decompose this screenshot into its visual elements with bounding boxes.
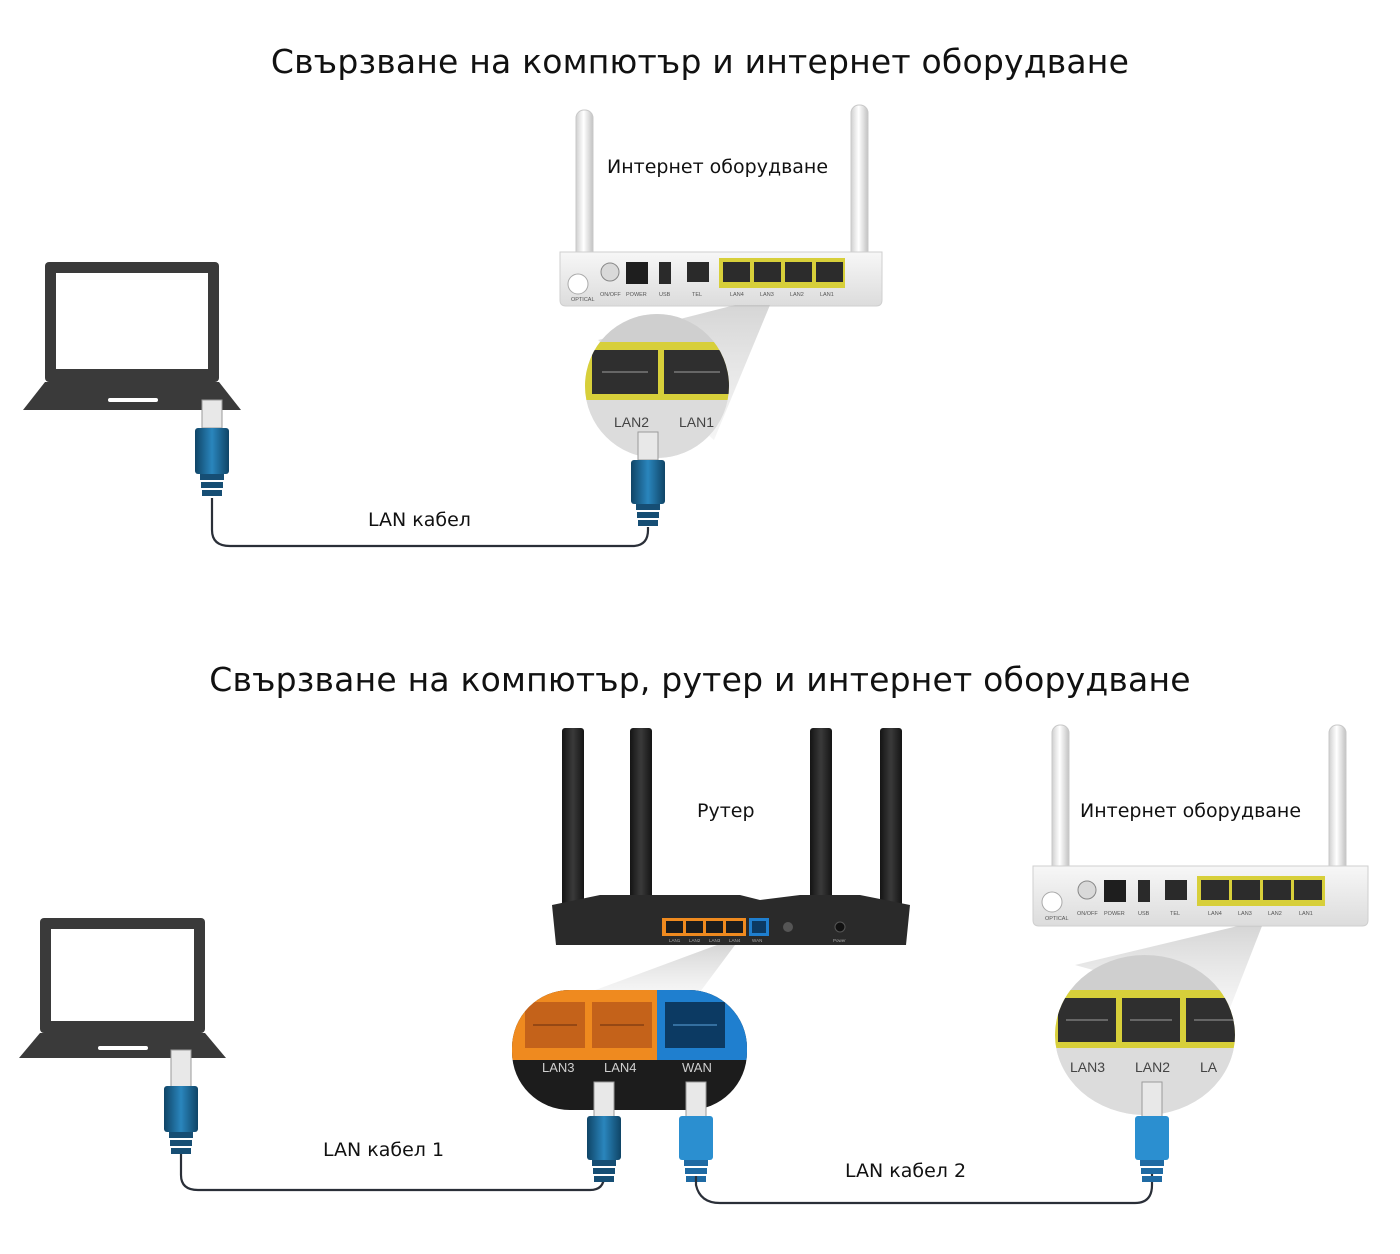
modem1-port-lan1: LAN1 bbox=[820, 292, 834, 298]
rj45-plug-modem-1 bbox=[631, 431, 665, 526]
modem1-port-lan4: LAN4 bbox=[730, 292, 744, 298]
zoom-modem-ports-2: LAN3 LAN2 LA bbox=[1055, 955, 1235, 1115]
zoom-router-ports: LAN3 LAN4 WAN bbox=[512, 990, 747, 1110]
modem2-port-lan4: LAN4 bbox=[1208, 911, 1222, 917]
modem2-port-lan1: LAN1 bbox=[1299, 911, 1313, 917]
lan-cable-2b bbox=[694, 1170, 1154, 1205]
rj45-plug-laptop-1 bbox=[195, 399, 229, 496]
zoom3-label-lan2: LAN2 bbox=[1135, 1059, 1170, 1075]
zoom1-label-lan2: LAN2 bbox=[614, 414, 649, 430]
modem1-port-lan2: LAN2 bbox=[790, 292, 804, 298]
lan-cable-2a bbox=[179, 1154, 606, 1192]
router-port-lan1: LAN1 bbox=[669, 938, 681, 943]
modem2-port-usb: USB bbox=[1138, 911, 1150, 917]
zoom1-label-lan1: LAN1 bbox=[679, 414, 714, 430]
modem-2: OPTICAL ON/OFF POWER USB TEL LAN4 LAN3 L… bbox=[1032, 724, 1369, 927]
router-port-wan: WAN bbox=[752, 938, 762, 943]
cable-label-2a: LAN кабел 1 bbox=[323, 1139, 445, 1161]
router-port-power: Power bbox=[833, 938, 846, 943]
modem-1: OPTICAL ON/OFF POWER USB TEL LAN4 LAN3 L… bbox=[559, 104, 883, 307]
modem2-port-power: POWER bbox=[1104, 911, 1125, 917]
laptop-1 bbox=[23, 262, 241, 410]
rj45-plug-laptop-2 bbox=[164, 1049, 198, 1154]
router-port-lan4: LAN4 bbox=[729, 938, 741, 943]
modem1-port-onoff: ON/OFF bbox=[600, 292, 621, 298]
modem1-port-optical: OPTICAL bbox=[571, 297, 595, 303]
modem1-port-power: POWER bbox=[626, 292, 647, 298]
zoom2-label-lan4: LAN4 bbox=[604, 1060, 637, 1075]
modem1-port-tel: TEL bbox=[692, 292, 702, 298]
laptop-2 bbox=[19, 918, 226, 1058]
zoom3-label-partial: LA bbox=[1200, 1059, 1218, 1075]
cable-label-2b: LAN кабел 2 bbox=[845, 1160, 967, 1182]
modem2-port-lan2: LAN2 bbox=[1268, 911, 1282, 917]
zoom2-label-lan3: LAN3 bbox=[542, 1060, 575, 1075]
router-label: Рутер bbox=[697, 800, 755, 822]
rj45-plug-router-lan bbox=[587, 1081, 621, 1182]
lan-cable-1 bbox=[210, 498, 650, 548]
modem-label-2: Интернет оборудване bbox=[1080, 800, 1302, 822]
rj45-plug-modem-2 bbox=[1135, 1081, 1169, 1182]
router-port-lan3: LAN3 bbox=[709, 938, 721, 943]
modem2-port-onoff: ON/OFF bbox=[1077, 911, 1098, 917]
modem-label-1: Интернет оборудване bbox=[607, 156, 829, 178]
modem2-port-optical: OPTICAL bbox=[1045, 916, 1069, 922]
zoom2-label-wan: WAN bbox=[682, 1060, 712, 1075]
router: LAN1 LAN2 LAN3 LAN4 WAN Power bbox=[552, 728, 910, 945]
cable-label-1: LAN кабел bbox=[368, 509, 471, 531]
section-1-title: Свързване на компютър и интернет оборудв… bbox=[270, 42, 1130, 81]
router-port-lan2: LAN2 bbox=[689, 938, 701, 943]
modem1-port-usb: USB bbox=[659, 292, 671, 298]
section-2-title: Свързване на компютър, рутер и интернет … bbox=[209, 660, 1191, 699]
modem2-port-tel: TEL bbox=[1170, 911, 1180, 917]
modem2-port-lan3: LAN3 bbox=[1238, 911, 1252, 917]
modem1-port-lan3: LAN3 bbox=[760, 292, 774, 298]
zoom3-label-lan3: LAN3 bbox=[1070, 1059, 1105, 1075]
